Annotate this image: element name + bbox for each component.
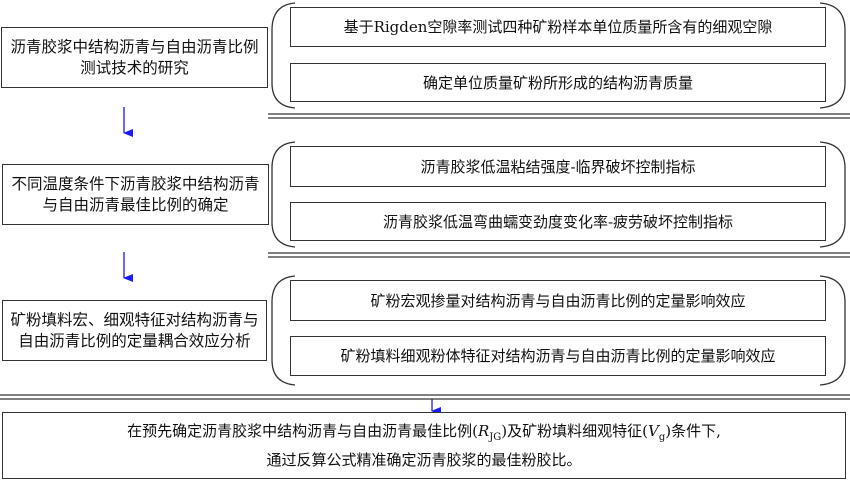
- ratio-symbol: R: [477, 422, 490, 440]
- detail-text: 基于Rigden空隙率测试四种矿粉样本单位质量所含有的细观空隙: [343, 18, 773, 36]
- step-1-line-1: 沥青胶浆中结构沥青与自由沥青比例: [10, 37, 259, 56]
- bracket-left-2: [271, 141, 296, 248]
- detail-text: 沥青胶浆低温粘结强度-临界破坏控制指标: [420, 157, 696, 176]
- bracket-left-3: [271, 275, 296, 386]
- step-2-line-2: 与自由沥青最佳比例的确定: [42, 195, 229, 214]
- bracket-right-2: [819, 141, 846, 248]
- detail-box-3b: 矿粉填料细观粉体特征对结构沥青与自由沥青比例的定量影响效应: [290, 336, 826, 376]
- bracket-right-1: [819, 2, 846, 109]
- detail-text: 沥青胶浆低温弯曲蠕变劲度变化率-疲劳破坏控制指标: [382, 212, 734, 231]
- step-3-line-1: 矿粉填料宏、细观特征对结构沥青与: [10, 310, 259, 329]
- detail-text: 确定单位质量矿粉所形成的结构沥青质量: [422, 73, 693, 92]
- bracket-right-3: [819, 275, 846, 386]
- detail-text: 矿粉宏观掺量对结构沥青与自由沥青比例的定量影响效应: [370, 291, 746, 310]
- feature-symbol: V: [648, 422, 659, 440]
- detail-box-1b: 确定单位质量矿粉所形成的结构沥青质量: [290, 63, 826, 102]
- detail-box-2a: 沥青胶浆低温粘结强度-临界破坏控制指标: [290, 146, 826, 187]
- detail-text: 矿粉填料细观粉体特征对结构沥青与自由沥青比例的定量影响效应: [340, 347, 776, 365]
- conclusion-line-2: 通过反算公式精准确定沥青胶浆的最佳粉胶比。: [266, 451, 582, 469]
- step-3-line-2: 自由沥青比例的定量耦合效应分析: [18, 331, 251, 350]
- step-1-line-2: 测试技术的研究: [80, 58, 189, 77]
- step-2-line-1: 不同温度条件下沥青胶浆中结构沥青: [11, 174, 260, 193]
- step-box-3: 矿粉填料宏、细观特征对结构沥青与自由沥青比例的定量耦合效应分析: [2, 300, 267, 361]
- conclusion-text: )及矿粉填料细观特征(: [501, 422, 648, 440]
- detail-box-3a: 矿粉宏观掺量对结构沥青与自由沥青比例的定量影响效应: [290, 280, 826, 321]
- ratio-subscript: JG: [489, 432, 502, 443]
- detail-box-2b: 沥青胶浆低温弯曲蠕变劲度变化率-疲劳破坏控制指标: [290, 202, 826, 241]
- conclusion-box: 在预先确定沥青胶浆中结构沥青与自由沥青最佳比例(RJG)及矿粉填料细观特征(Vg…: [2, 412, 846, 479]
- bracket-left-1: [271, 2, 296, 109]
- conclusion-line-1: 在预先确定沥青胶浆中结构沥青与自由沥青最佳比例(RJG)及矿粉填料细观特征(Vg…: [127, 420, 721, 449]
- conclusion-text: )条件下,: [665, 422, 721, 440]
- feature-subscript: g: [658, 432, 666, 443]
- detail-box-1a: 基于Rigden空隙率测试四种矿粉样本单位质量所含有的细观空隙: [290, 7, 826, 47]
- conclusion-text: 在预先确定沥青胶浆中结构沥青与自由沥青最佳比例(: [127, 422, 478, 440]
- step-box-2: 不同温度条件下沥青胶浆中结构沥青与自由沥青最佳比例的确定: [2, 164, 269, 225]
- step-box-1: 沥青胶浆中结构沥青与自由沥青比例测试技术的研究: [1, 27, 268, 88]
